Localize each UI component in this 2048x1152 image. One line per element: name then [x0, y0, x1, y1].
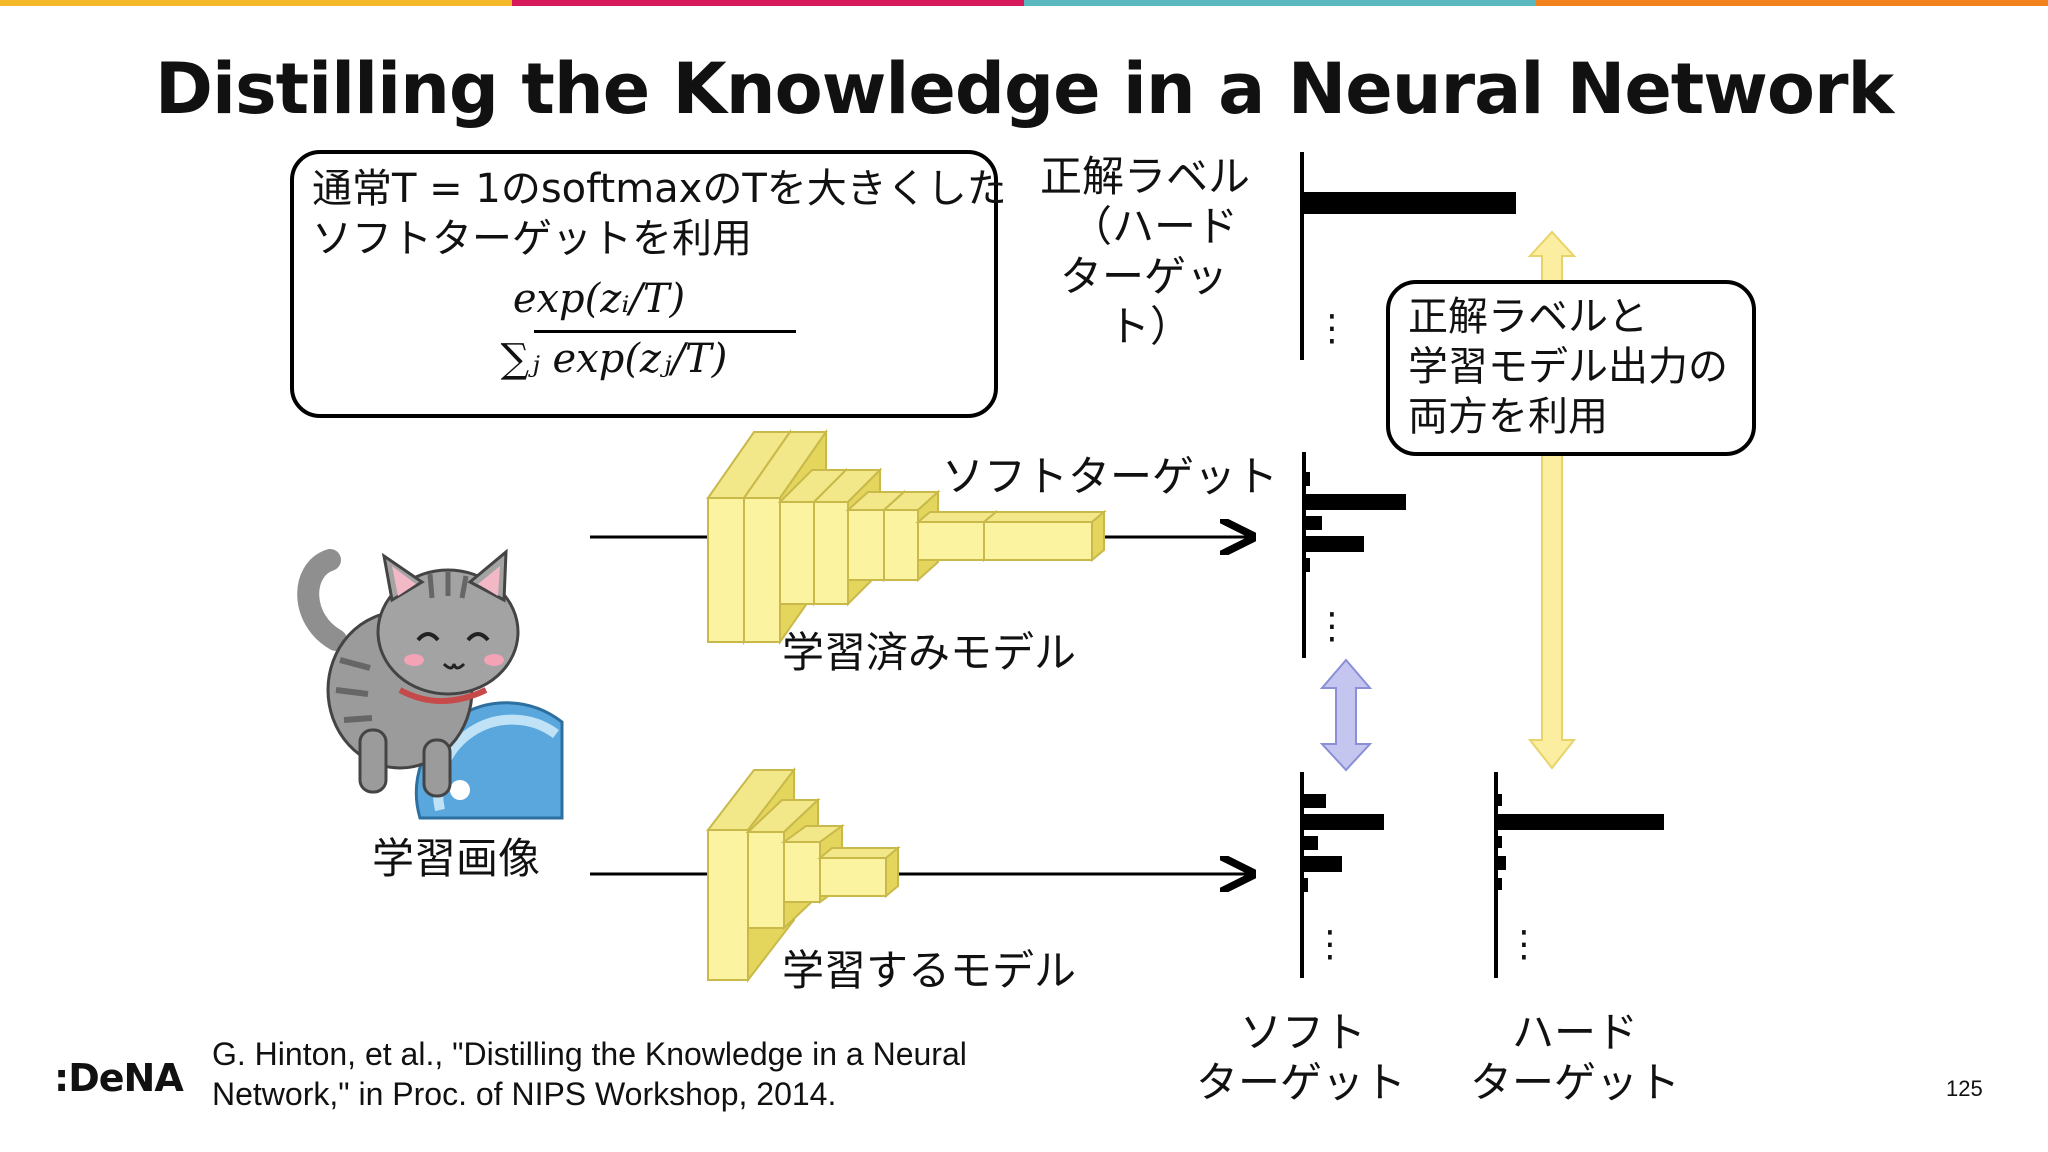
- formula-denominator: ∑ⱼ exp(zⱼ/T): [500, 336, 728, 382]
- hist-bar: [1304, 536, 1364, 552]
- learning-model-network: [705, 767, 901, 983]
- softmax-explanation-box: 通常T = 1のsoftmaxのTを大きくした ソフトターゲットを利用 exp(…: [290, 150, 1007, 418]
- formula-numerator: exp(zᵢ/T): [512, 276, 686, 322]
- hard-target-double-arrow: [1527, 230, 1577, 770]
- page-number: 125: [1946, 1076, 1983, 1101]
- ellipsis-hard-student: ⋮: [1506, 924, 1542, 965]
- hard-target-histogram-top: [1300, 152, 1516, 360]
- hist-bar: [1496, 836, 1502, 848]
- soft-target-histogram-student: [1300, 772, 1384, 978]
- hist-bar: [1304, 494, 1406, 510]
- combined-text-line2: 学習モデル出力の: [1408, 344, 1728, 390]
- hard-target-bottom-line1: ハード: [1512, 1008, 1639, 1057]
- soft-target-histogram-teacher: [1302, 452, 1406, 658]
- hist-bar: [1496, 814, 1664, 830]
- ellipsis-soft-teacher: ⋮: [1314, 606, 1350, 647]
- hist-bar: [1304, 558, 1310, 572]
- citation-line2: Network," in Proc. of NIPS Workshop, 201…: [212, 1076, 837, 1112]
- dena-logo: :DeNA: [54, 1056, 184, 1100]
- trained-model-label: 学習済みモデル: [782, 628, 1077, 677]
- true-label-line3: ターゲッ: [1060, 252, 1229, 301]
- color-bar-segment-2: [512, 0, 1024, 6]
- citation: G. Hinton, et al., "Distilling the Knowl…: [212, 1034, 967, 1114]
- true-label-line4: ト）: [1108, 302, 1193, 351]
- hist-bar: [1496, 794, 1502, 806]
- color-bar-segment-1: [0, 0, 512, 6]
- top-color-bar: [0, 0, 2048, 6]
- hist-bar: [1302, 856, 1342, 872]
- soft-target-bottom-line2: ターゲット: [1196, 1058, 1407, 1107]
- hist-bar: [1496, 856, 1506, 870]
- softmax-text-line2: ソフトターゲットを利用: [312, 216, 752, 262]
- trained-model-network: [706, 428, 1107, 646]
- hist-bar: [1304, 516, 1322, 530]
- color-bar-segment-3: [1024, 0, 1536, 6]
- cat-illustration: [297, 548, 564, 820]
- formula-fraction-line: [534, 330, 796, 333]
- ellipsis-hard-top: ⋮: [1314, 308, 1350, 349]
- ellipsis-soft-student: ⋮: [1312, 924, 1348, 965]
- hard-target-bottom-line2: ターゲット: [1470, 1058, 1681, 1107]
- slide-title: Distilling the Knowledge in a Neural Net…: [154, 48, 1894, 130]
- combined-usage-box: 正解ラベルと 学習モデル出力の 両方を利用: [1386, 280, 1756, 456]
- hist-bar: [1302, 878, 1308, 892]
- hist-bar: [1304, 472, 1310, 486]
- combined-text-line3: 両方を利用: [1408, 394, 1608, 440]
- citation-line1: G. Hinton, et al., "Distilling the Knowl…: [212, 1036, 967, 1072]
- soft-target-double-arrow: [1319, 658, 1373, 772]
- hist-bar: [1302, 814, 1384, 830]
- true-label-line2: （ハード: [1070, 202, 1239, 251]
- softmax-text-line1: 通常T = 1のsoftmaxのTを大きくした: [312, 166, 1007, 212]
- hist-bar: [1302, 794, 1326, 808]
- soft-target-label-top: ソフトターゲット: [942, 452, 1279, 501]
- true-label-line1: 正解ラベル: [1040, 152, 1251, 201]
- hist-bar: [1302, 836, 1318, 850]
- hist-bar: [1496, 878, 1502, 890]
- color-bar-segment-4: [1536, 0, 2048, 6]
- hist-bar: [1302, 192, 1516, 214]
- combined-text-line1: 正解ラベルと: [1408, 294, 1648, 340]
- training-image-label: 学習画像: [372, 834, 541, 883]
- soft-target-bottom-line1: ソフト: [1240, 1008, 1367, 1057]
- hard-target-histogram-student: [1494, 772, 1664, 978]
- learning-model-label: 学習するモデル: [782, 946, 1077, 995]
